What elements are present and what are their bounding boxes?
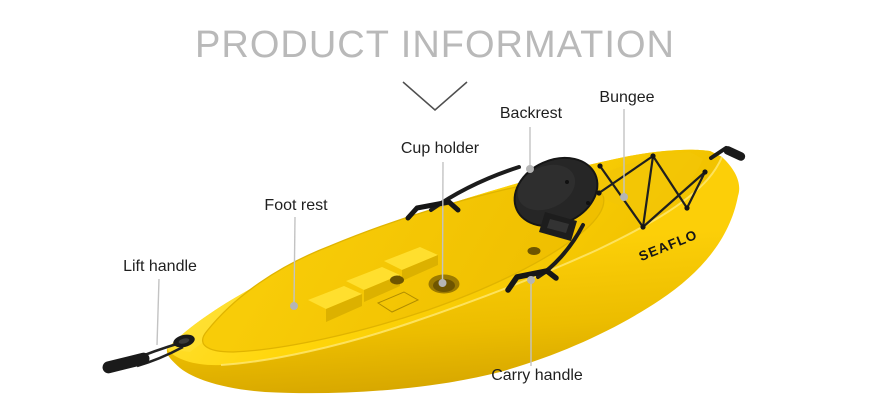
bungee-anchor <box>702 169 708 175</box>
callout-label-backrest: Backrest <box>499 105 563 122</box>
bungee-cord-line <box>651 154 689 210</box>
leader-line-foot-rest <box>293 216 296 304</box>
bungee-anchor <box>596 190 602 196</box>
backrest-shape <box>513 156 599 241</box>
bungee-anchor <box>684 205 690 211</box>
bungee-anchor <box>640 224 646 230</box>
leader-dot-carry-handle <box>527 276 535 284</box>
gunwale-highlight <box>220 156 723 366</box>
leader-lines <box>156 109 625 366</box>
leader-line-cup-holder <box>441 161 444 281</box>
leader-dot-foot-rest <box>290 302 298 310</box>
leader-dot-bungee <box>620 193 628 201</box>
bungee-anchor <box>597 163 603 169</box>
bungee-anchors <box>596 153 708 230</box>
foot-rest-steps <box>308 247 438 322</box>
leader-line-lift-handle <box>156 278 160 346</box>
bungee-cord-line <box>597 154 655 195</box>
bungee-cord-line <box>641 154 655 229</box>
callout-label-lift-handle: Lift handle <box>123 258 197 275</box>
bungee-anchor <box>650 153 656 159</box>
leader-dots <box>290 165 628 310</box>
leader-dot-backrest <box>526 165 534 173</box>
callout-label-foot-rest: Foot rest <box>264 197 328 214</box>
backrest-hole <box>586 201 590 205</box>
callout-label-carry-handle: Carry handle <box>491 367 583 384</box>
bungee-cord-line <box>641 170 707 229</box>
carry-handle-shape <box>505 268 559 293</box>
hatch-outline <box>376 291 420 313</box>
page-title: PRODUCT INFORMATION <box>195 24 675 66</box>
bungee-cord-line <box>685 170 707 210</box>
foot-rest-step <box>384 247 438 281</box>
scupper-hole <box>390 275 404 285</box>
foot-rest-step <box>308 286 362 322</box>
lift-handle-shape <box>102 334 195 374</box>
leader-dot-cup-holder <box>438 279 447 287</box>
backrest-bracket-slot <box>547 219 569 233</box>
callout-label-cup-holder: Cup holder <box>400 140 480 157</box>
chevron-down-icon <box>402 81 468 111</box>
stern-handle-shape <box>709 146 746 161</box>
side-handle-shape <box>405 199 461 221</box>
callout-label-bungee: Bungee <box>599 89 655 106</box>
backrest-hole <box>565 180 569 184</box>
scupper-hole <box>527 247 541 255</box>
lift-handle-grip <box>102 352 150 374</box>
